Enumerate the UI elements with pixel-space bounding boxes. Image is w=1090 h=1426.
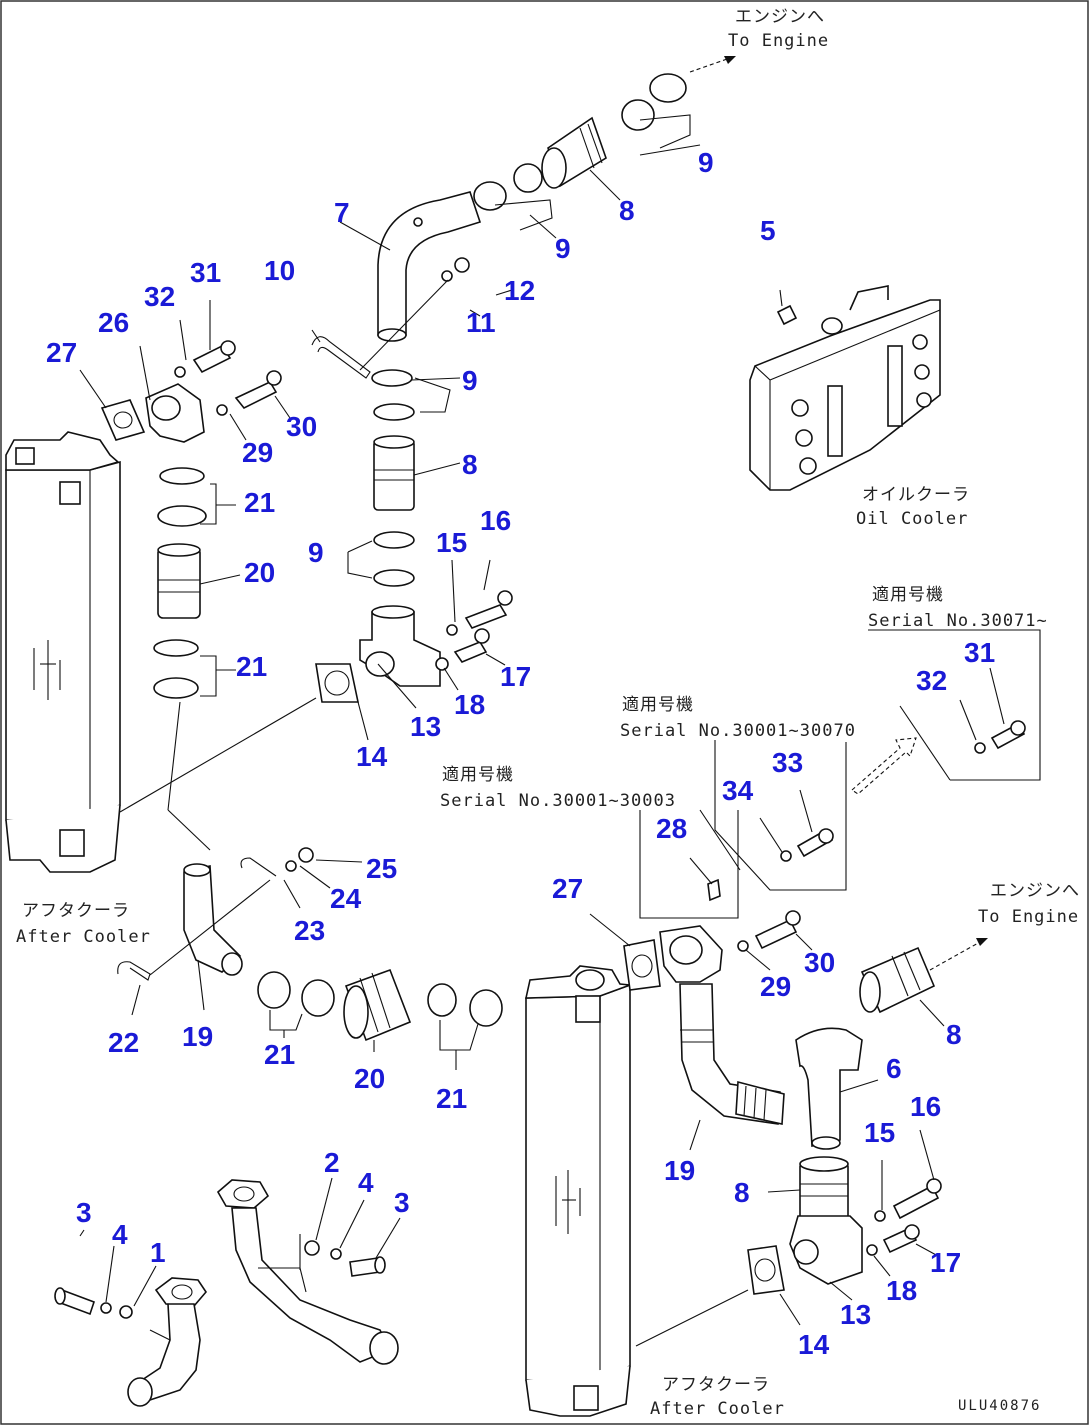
callout-19: 19 [182, 1021, 213, 1052]
to-engine-top-jp: エンジンへ [735, 7, 825, 27]
callout-25: 25 [366, 853, 397, 884]
callout-16: 16 [480, 505, 511, 536]
serial-a-jp: 適用号機 [872, 585, 944, 605]
oil-cooler-en: Oil Cooler [856, 509, 968, 529]
callout-9: 9 [462, 365, 478, 396]
callout-21: 21 [236, 651, 267, 682]
callout-9: 9 [698, 147, 714, 178]
callout-3: 3 [76, 1197, 92, 1228]
serial-a-en: Serial No.30071~ [868, 611, 1048, 631]
callout-14: 14 [356, 741, 388, 772]
to-engine-top-en: To Engine [728, 31, 829, 51]
callout-14: 14 [798, 1329, 830, 1360]
right-cooler-fittings [589, 910, 988, 1347]
callout-24: 24 [330, 883, 362, 914]
callout-17: 17 [500, 661, 531, 692]
callout-21: 21 [436, 1083, 467, 1114]
callout-31: 31 [190, 257, 221, 288]
callout-8: 8 [462, 449, 478, 480]
callout-29: 29 [242, 437, 273, 468]
callout-9: 9 [308, 537, 324, 568]
oil-cooler-jp: オイルクーラ [862, 485, 970, 505]
callout-10: 10 [264, 255, 295, 286]
left-after-cooler [5, 431, 121, 873]
callout-20: 20 [354, 1063, 385, 1094]
callout-2: 2 [324, 1147, 340, 1178]
callout-7: 7 [334, 197, 350, 228]
callout-15: 15 [864, 1117, 895, 1148]
callout-28: 28 [656, 813, 687, 844]
callout-21: 21 [244, 487, 275, 518]
callout-20: 20 [244, 557, 275, 588]
after-cooler-left-en: After Cooler [16, 927, 151, 947]
serial-30001-30070-group [714, 740, 847, 891]
callout-4: 4 [358, 1167, 374, 1198]
left-lower-hose-assembly [117, 847, 503, 1070]
callout-12: 12 [504, 275, 535, 306]
callout-1: 1 [150, 1237, 166, 1268]
callout-29: 29 [760, 971, 791, 1002]
callout-3: 3 [394, 1187, 410, 1218]
serial-30071-group [851, 629, 1041, 795]
after-cooler-right-jp: アフタクーラ [662, 1375, 770, 1395]
after-cooler-left-jp: アフタクーラ [22, 901, 130, 921]
right-after-cooler [524, 965, 631, 1417]
callout-4: 4 [112, 1219, 128, 1250]
callout-34: 34 [722, 775, 754, 806]
serial-c-en: Serial No.30001~30003 [440, 791, 676, 811]
callout-21: 21 [264, 1039, 295, 1070]
serial-b-en: Serial No.30001~30070 [620, 721, 856, 741]
callout-32: 32 [916, 665, 947, 696]
top-pipe-assembly [119, 56, 736, 813]
callout-30: 30 [804, 947, 835, 978]
bottom-left-pipes [54, 1177, 401, 1407]
to-engine-right-jp: エンジンへ [990, 881, 1080, 901]
callout-27: 27 [46, 337, 77, 368]
callout-27: 27 [552, 873, 583, 904]
callout-15: 15 [436, 527, 467, 558]
callout-22: 22 [108, 1027, 139, 1058]
callout-26: 26 [98, 307, 129, 338]
callout-30: 30 [286, 411, 317, 442]
callout-33: 33 [772, 747, 803, 778]
callout-8: 8 [619, 195, 635, 226]
serial-30001-30003-group [639, 809, 741, 919]
drawing-code: ULU40876 [958, 1398, 1041, 1414]
callout-6: 6 [886, 1053, 902, 1084]
text-labels: エンジンへ To Engine オイルクーラ Oil Cooler 適用号機 S… [16, 7, 1080, 1419]
callout-8: 8 [946, 1019, 962, 1050]
callout-5: 5 [760, 215, 776, 246]
callout-17: 17 [930, 1247, 961, 1278]
callout-19: 19 [664, 1155, 695, 1186]
callout-23: 23 [294, 915, 325, 946]
callout-32: 32 [144, 281, 175, 312]
oil-cooler [749, 285, 941, 491]
callout-16: 16 [910, 1091, 941, 1122]
to-engine-right-en: To Engine [978, 907, 1079, 927]
callout-8: 8 [734, 1177, 750, 1208]
serial-c-jp: 適用号機 [442, 765, 514, 785]
after-cooler-right-en: After Cooler [650, 1399, 785, 1419]
callout-18: 18 [886, 1275, 917, 1306]
serial-b-jp: 適用号機 [622, 695, 694, 715]
callout-18: 18 [454, 689, 485, 720]
callout-13: 13 [840, 1299, 871, 1330]
left-cooler-fittings [79, 300, 291, 851]
callout-numbers: 9 8 7 9 5 10 12 11 31 32 26 27 9 30 29 8… [46, 147, 995, 1360]
callout-31: 31 [964, 637, 995, 668]
callout-9: 9 [555, 233, 571, 264]
callout-13: 13 [410, 711, 441, 742]
callout-11: 11 [466, 307, 496, 338]
